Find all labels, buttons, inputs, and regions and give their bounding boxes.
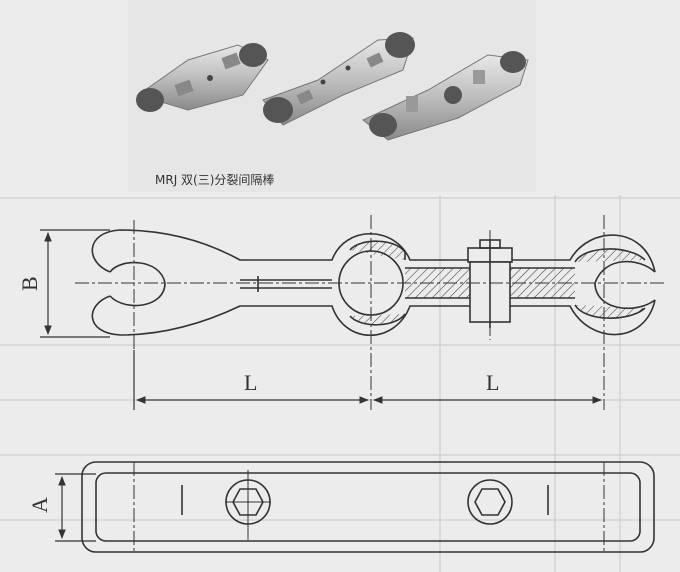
front-centerlines (75, 215, 665, 410)
top-view (81, 461, 655, 553)
spacer-photo-1 (136, 43, 269, 112)
product-photo (128, 0, 536, 192)
dimension-a (55, 473, 96, 542)
dimension-l (133, 350, 602, 410)
spacer-photo-2 (262, 32, 415, 126)
photo-caption: MRJ 双(三)分裂间隔棒 (155, 173, 275, 187)
product-photo-art (136, 32, 529, 141)
dimension-l-right-label: L (486, 370, 499, 395)
dimension-b-label: B (17, 276, 42, 291)
dimension-a-label: A (27, 497, 52, 513)
dimension-b (40, 229, 110, 338)
dimension-l-left-label: L (244, 370, 257, 395)
background-grid (0, 195, 680, 572)
spacer-photo-3 (362, 51, 529, 141)
